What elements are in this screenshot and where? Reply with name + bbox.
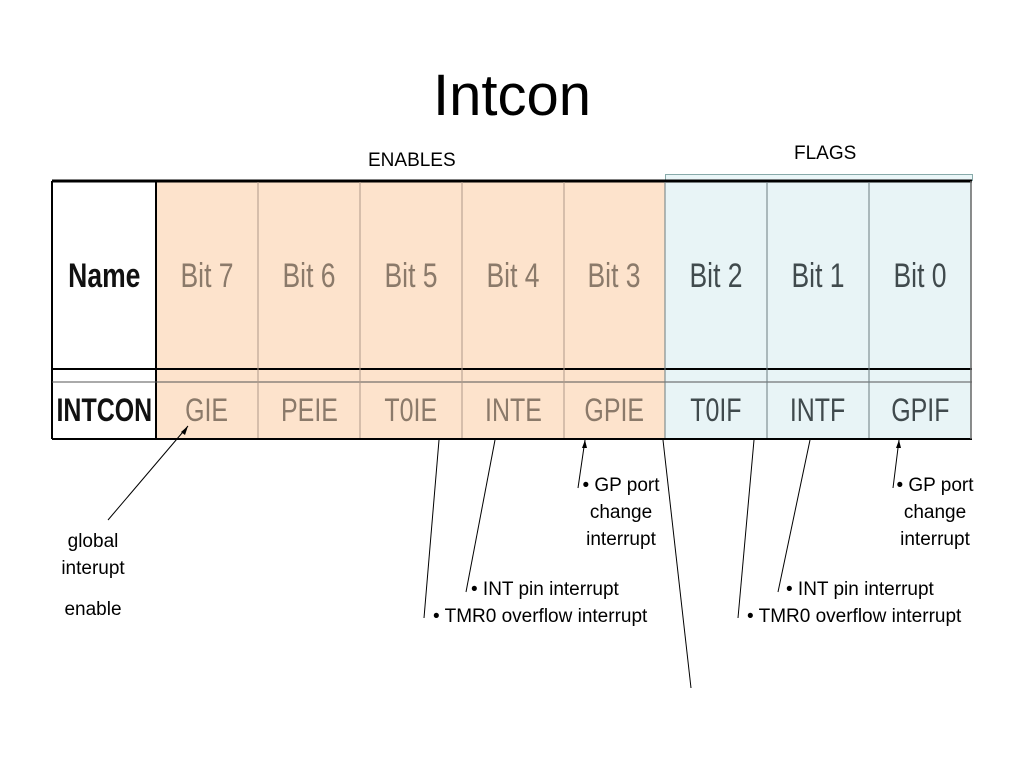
bit2-header-cell: Bit 2 bbox=[665, 182, 767, 370]
gpie-cell: GPIE bbox=[564, 382, 665, 438]
bit0-header-cell: Bit 0 bbox=[869, 182, 971, 370]
name-header-cell: Name bbox=[52, 182, 156, 370]
bit4-header-cell: Bit 4 bbox=[462, 182, 564, 370]
bit3-header-cell: Bit 3 bbox=[564, 182, 665, 370]
bit7-header-cell: Bit 7 bbox=[156, 182, 258, 370]
t0ie-annotation: • TMR0 overflow interrupt bbox=[433, 606, 648, 627]
peie-cell: PEIE bbox=[258, 382, 360, 438]
gpif-cell: GPIF bbox=[869, 382, 971, 438]
intcon-name-cell: INTCON bbox=[52, 382, 156, 438]
gie-annotation: global interupt enable bbox=[61, 531, 125, 620]
inte-annotation: • INT pin interrupt bbox=[471, 579, 619, 600]
t0if-annotation: • TMR0 overflow interrupt bbox=[747, 606, 962, 627]
flags-bracket bbox=[665, 174, 973, 181]
intf-annotation: • INT pin interrupt bbox=[786, 579, 934, 600]
inte-cell: INTE bbox=[462, 382, 564, 438]
bit1-header-cell: Bit 1 bbox=[767, 182, 869, 370]
gpif-annotation: • GP port change interrupt bbox=[896, 475, 974, 550]
bit6-header-cell: Bit 6 bbox=[258, 182, 360, 370]
t0if-cell: T0IF bbox=[665, 382, 767, 438]
gpie-annotation: • GP port change interrupt bbox=[582, 475, 660, 550]
flags-label: FLAGS bbox=[794, 143, 857, 164]
slide-title: Intcon bbox=[433, 63, 591, 128]
intf-cell: INTF bbox=[767, 382, 869, 438]
enables-label: ENABLES bbox=[368, 150, 456, 171]
gie-cell: GIE bbox=[156, 382, 258, 438]
t0ie-cell: T0IE bbox=[360, 382, 462, 438]
bit5-header-cell: Bit 5 bbox=[360, 182, 462, 370]
